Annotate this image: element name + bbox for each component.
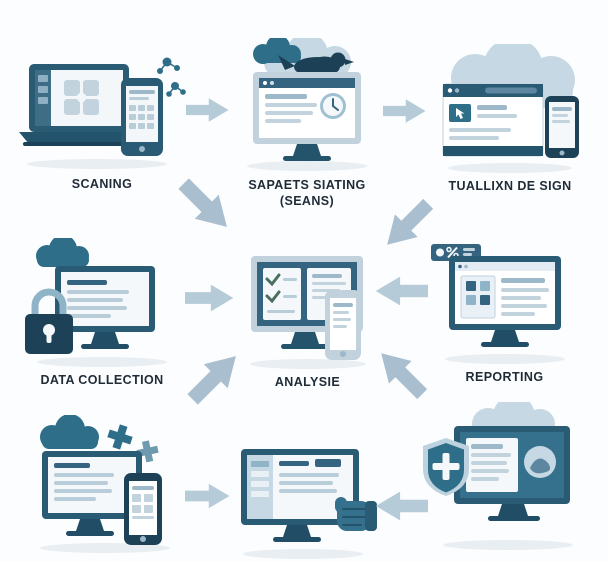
arrow-design-to-analysis: [372, 190, 442, 260]
scanning-label: SCANING: [71, 177, 133, 191]
padlock-icon: [25, 288, 73, 354]
node-analysis: ANALYSIE: [230, 250, 385, 389]
shadow: [246, 161, 367, 171]
arrow-security-to-review: [374, 487, 428, 525]
shadow: [40, 543, 170, 553]
clock-icon: [319, 93, 346, 119]
shadow: [448, 163, 572, 173]
arrow-data-collection-to-analysis: [185, 280, 235, 316]
shield-cross-icon: [422, 438, 469, 496]
smartphone-icon: [124, 473, 162, 545]
data-collection-illustration: [25, 238, 167, 367]
monitor: [448, 256, 561, 347]
monitor: [55, 266, 155, 349]
security-illustration: [422, 402, 573, 550]
shadow: [444, 354, 565, 364]
integration-illustration: [40, 415, 170, 553]
reporting-illustration: [430, 244, 565, 364]
dark-cloud-icon: [252, 38, 301, 64]
staging-sublabel: (SEANS): [279, 194, 335, 208]
puzzle-piece-icon: [107, 424, 159, 463]
smartphone-icon: [324, 290, 361, 360]
node-scanning: SCANING: [12, 50, 192, 191]
profile-photo-icon: [523, 446, 556, 478]
data-collection-label: DATA COLLECTION: [40, 373, 164, 387]
smartphone-icon: [545, 96, 579, 158]
node-integration: [15, 415, 195, 555]
arrow-scanning-to-staging: [186, 93, 230, 127]
monitor: [453, 426, 570, 521]
analysis-label: ANALYSIE: [274, 375, 341, 389]
shadow: [442, 540, 573, 550]
arrow-staging-to-design: [383, 94, 427, 128]
arrow-integration-to-analysis: [178, 340, 252, 414]
monitor: [252, 72, 361, 161]
arrow-integration-to-review: [185, 479, 231, 513]
design-label: TUALLIXN DE SIGN: [448, 179, 572, 193]
cursor-icon: [456, 108, 465, 119]
node-design: TUALLIXN DE SIGN: [420, 44, 600, 193]
checklist-icon: [265, 273, 280, 304]
staging-label: SAPAETS SIATING: [248, 178, 366, 192]
staging-illustration: [246, 38, 367, 171]
node-reporting: REPORTING: [422, 240, 587, 384]
review-illustration: [240, 449, 377, 559]
reporting-label: REPORTING: [465, 370, 544, 384]
molecule-icon: [157, 57, 186, 97]
scanning-illustration: [19, 57, 186, 169]
shadow: [27, 159, 167, 169]
browser-window: [442, 83, 544, 157]
arrow-security-to-analysis: [366, 338, 436, 408]
analysis-illustration: [249, 256, 366, 369]
fist-icon: [334, 497, 377, 531]
shadow: [37, 357, 167, 367]
monitor: [240, 449, 359, 542]
arrow-scanning-to-analysis: [168, 168, 244, 244]
dark-cloud-icon: [40, 415, 99, 449]
smartphone-icon: [121, 78, 163, 156]
node-security: [415, 402, 595, 552]
shadow: [242, 549, 363, 559]
laptop-icon: [19, 64, 139, 146]
node-review: [222, 445, 387, 560]
monitor: [42, 451, 142, 536]
design-illustration: [442, 44, 579, 173]
node-staging: SAPAETS SIATING (SEANS): [222, 38, 392, 208]
node-data-collection: DATA COLLECTION: [12, 238, 192, 387]
shadow: [249, 359, 366, 369]
arrow-reporting-to-analysis: [374, 272, 428, 310]
dashboard-grid-icon: [465, 281, 490, 305]
dark-cloud-icon: [36, 238, 89, 267]
